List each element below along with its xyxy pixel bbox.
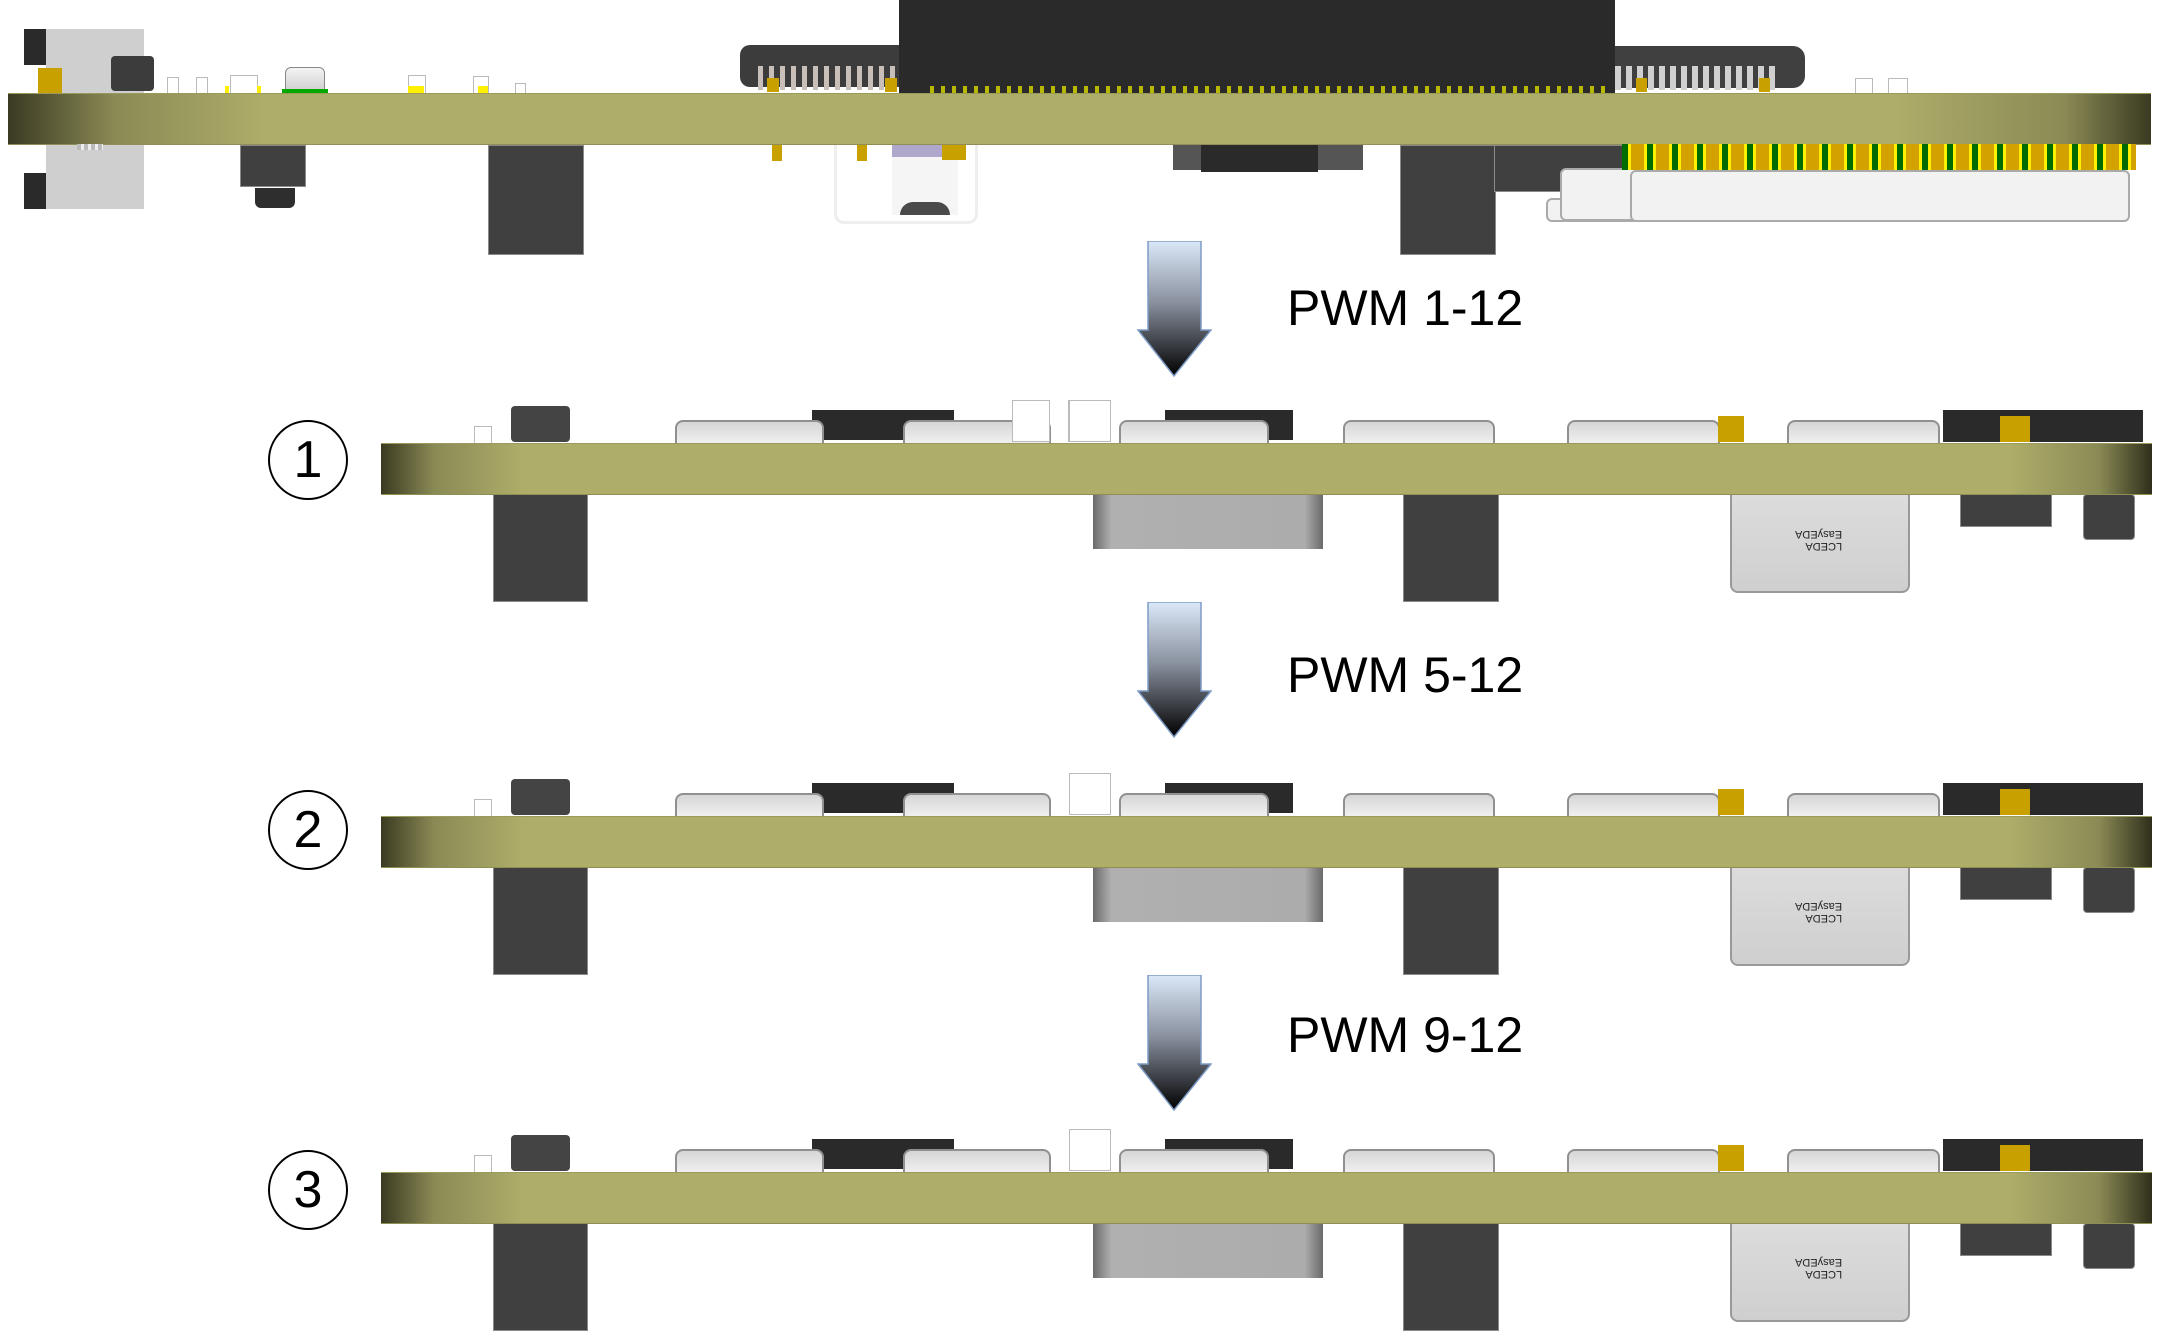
step-label-pwm-9-12: PWM 9-12 xyxy=(1287,1007,1524,1063)
pad xyxy=(857,145,867,161)
pad xyxy=(772,145,782,161)
header-bottom xyxy=(1960,1222,2052,1256)
header-bottom xyxy=(1960,493,2052,527)
smd-part xyxy=(167,77,179,94)
push-button-cap xyxy=(255,188,295,208)
push-button xyxy=(240,145,306,187)
variant-number: 2 xyxy=(293,801,323,859)
board-to-board-connector xyxy=(899,0,1615,93)
variant-number-badge: 1 xyxy=(268,420,348,500)
switch-top xyxy=(511,779,570,815)
connector-left-bottom-tab xyxy=(24,173,46,209)
variant-number: 3 xyxy=(293,1161,323,1219)
variant-number-badge: 3 xyxy=(268,1150,348,1230)
pad xyxy=(1718,416,1744,442)
smd-part xyxy=(1069,1129,1111,1171)
shield-module xyxy=(1730,1222,1910,1322)
pad xyxy=(257,86,261,93)
pad xyxy=(1636,78,1647,92)
connector-bottom-block xyxy=(1403,866,1499,975)
switch-bottom-block xyxy=(493,1222,588,1331)
switch-top xyxy=(511,406,570,442)
step-label-pwm-1-12: PWM 1-12 xyxy=(1287,280,1524,336)
smd-part xyxy=(474,1155,492,1173)
header-top xyxy=(1943,410,2143,442)
pad xyxy=(225,86,229,93)
crystal-base xyxy=(282,89,328,93)
step-label-pwm-5-12: PWM 5-12 xyxy=(1287,647,1524,703)
pad xyxy=(942,145,966,160)
pad xyxy=(408,86,424,93)
ic-bottom xyxy=(1201,145,1318,172)
connector-bottom-block xyxy=(1403,493,1499,602)
down-arrow-icon xyxy=(1137,241,1212,377)
card-body xyxy=(1630,170,2130,222)
header-top xyxy=(1943,783,2143,815)
smd-part xyxy=(474,799,492,817)
module-bottom xyxy=(1093,493,1323,549)
variant-pcb xyxy=(381,443,2152,495)
variant-pcb xyxy=(381,816,2152,868)
header-bottom-end xyxy=(2083,1223,2135,1269)
header-bottom-end xyxy=(2083,867,2135,913)
module-bottom xyxy=(1093,866,1323,922)
pad xyxy=(38,68,62,93)
smd-part xyxy=(230,75,258,94)
component-bottom-block xyxy=(488,145,584,255)
connector-bottom-block xyxy=(1403,1222,1499,1331)
down-arrow-icon xyxy=(1137,975,1212,1111)
module-bottom xyxy=(1093,1222,1323,1278)
pad xyxy=(885,78,897,92)
usb-shield xyxy=(834,145,978,224)
smd-part xyxy=(1012,400,1050,442)
header-top xyxy=(1943,1139,2143,1171)
card-edge-contacts xyxy=(1622,144,2136,170)
header-bottom-end xyxy=(2083,494,2135,540)
pad xyxy=(2000,789,2030,815)
smd-part xyxy=(1069,400,1111,442)
switch-bottom-block xyxy=(493,493,588,602)
main-pcb xyxy=(8,93,2151,145)
usb-knob xyxy=(900,202,950,215)
header-pins xyxy=(758,66,898,90)
variant-number-badge: 2 xyxy=(268,790,348,870)
variant-pcb xyxy=(381,1172,2152,1224)
connector-left-top-tab xyxy=(24,29,46,65)
pad xyxy=(1759,78,1770,92)
pad xyxy=(2000,1145,2030,1171)
switch-bottom-block xyxy=(493,866,588,975)
pad xyxy=(1718,789,1744,815)
pad xyxy=(478,86,488,93)
chip-top-left xyxy=(111,56,154,91)
pad xyxy=(1718,1145,1744,1171)
pad xyxy=(767,78,779,92)
connector-pins xyxy=(930,86,1610,96)
crystal xyxy=(285,67,325,91)
smd-part xyxy=(474,426,492,444)
header-bottom xyxy=(1960,866,2052,900)
pad xyxy=(2000,416,2030,442)
connector-bottom-block xyxy=(1400,145,1496,255)
variant-number: 1 xyxy=(293,431,323,489)
shield-module xyxy=(1730,866,1910,966)
down-arrow-icon xyxy=(1137,602,1212,738)
switch-top xyxy=(511,1135,570,1171)
smd-part xyxy=(196,77,208,94)
pins-bottom xyxy=(77,144,103,150)
smd-part xyxy=(1069,773,1111,815)
